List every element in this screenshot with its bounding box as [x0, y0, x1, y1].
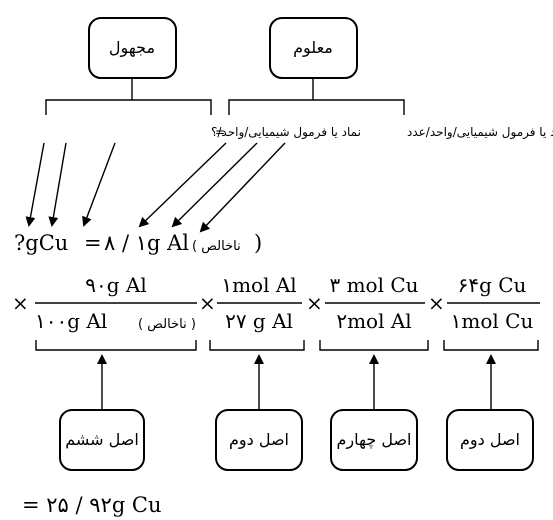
known-label: معلوم — [293, 38, 333, 58]
unknown-descriptor: نماد یا فرمول شیمیایی/واحد/؟ — [211, 125, 361, 140]
multiply-sign: × — [306, 291, 323, 315]
known-descriptor: نماد یا فرمول شیمیایی/واحد/عدد — [407, 125, 553, 140]
factor-2-numerator: ۱mol Al — [221, 273, 296, 297]
multiply-sign: × — [12, 291, 29, 315]
descriptor-arrows — [25, 142, 286, 233]
factor-4-denominator: ۱mol Cu — [451, 309, 534, 333]
known-box: معلوم — [269, 17, 358, 79]
factor-3: × ۳ mol Cu ۲mol Al — [306, 273, 425, 333]
equation-equals: = — [84, 231, 102, 255]
unknown-label: مجهول — [109, 38, 155, 58]
unknown-box: مجهول — [88, 17, 177, 79]
unknown-bracket — [45, 78, 212, 115]
factor-3-numerator: ۳ mol Cu — [329, 273, 418, 297]
main-equation: ?gCu = ۸ / ۱g Al ( ناخالص ) — [14, 231, 262, 255]
factor-1-numerator: ۹۰g Al — [85, 273, 146, 297]
principle-box-2: اصل دوم — [215, 409, 303, 471]
factor-4: × ۶۴g Cu ۱mol Cu — [428, 273, 540, 333]
principle-3-label: اصل چهارم — [336, 430, 411, 450]
descriptor-equals: = — [215, 125, 225, 139]
equation-lhs: ?gCu — [14, 231, 68, 255]
factor-2-denominator: ۲۷ g Al — [225, 309, 293, 333]
factor-brackets — [35, 340, 539, 351]
principle-1-label: اصل ششم — [65, 430, 139, 449]
multiply-sign: × — [428, 291, 445, 315]
principle-arrows — [97, 354, 496, 410]
known-bracket — [228, 78, 405, 115]
equation-impure-note: ( ناخالص — [192, 239, 241, 254]
factor-1: × ۹۰g Al ۱۰۰g Al ( ناخالص ) — [12, 273, 197, 333]
principle-4-label: اصل دوم — [460, 430, 520, 450]
principle-box-3: اصل چهارم — [330, 409, 418, 471]
equation-close-paren: ) — [254, 231, 262, 255]
factor-1-denominator: ۱۰۰g Al — [35, 309, 107, 333]
factor-3-denominator: ۲mol Al — [336, 309, 411, 333]
equation-rhs: ۸ / ۱g Al — [104, 231, 189, 255]
result: = ۲۵ / ۹۲g Cu — [22, 493, 162, 517]
principle-box-4: اصل دوم — [446, 409, 534, 471]
principle-box-1: اصل ششم — [59, 409, 145, 471]
multiply-sign: × — [199, 291, 216, 315]
factor-2: × ۱mol Al ۲۷ g Al — [199, 273, 302, 333]
principle-2-label: اصل دوم — [229, 430, 289, 450]
factor-1-denominator-note: ( ناخالص ) — [138, 317, 196, 332]
factor-4-numerator: ۶۴g Cu — [458, 273, 527, 297]
